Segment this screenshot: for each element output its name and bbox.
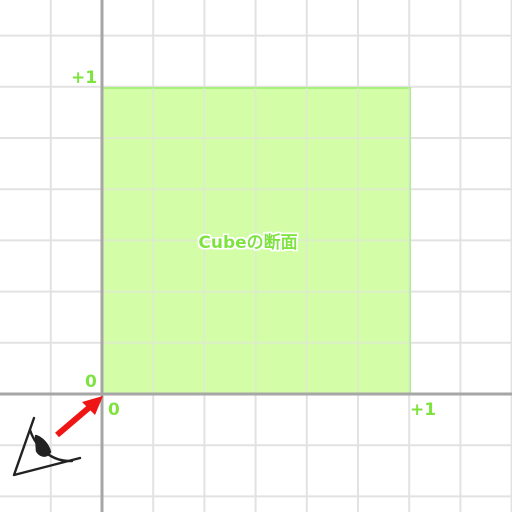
region-label: Cubeの断面 <box>198 232 297 253</box>
x-axis-one-label: +1 <box>410 400 436 420</box>
y-axis-one-label: +1 <box>71 68 97 88</box>
grid-overlay <box>102 88 411 394</box>
x-axis-zero-label: 0 <box>108 400 120 420</box>
eye-icon <box>12 416 82 477</box>
arrow-icon <box>55 396 103 438</box>
y-axis-zero-label: 0 <box>85 372 97 392</box>
